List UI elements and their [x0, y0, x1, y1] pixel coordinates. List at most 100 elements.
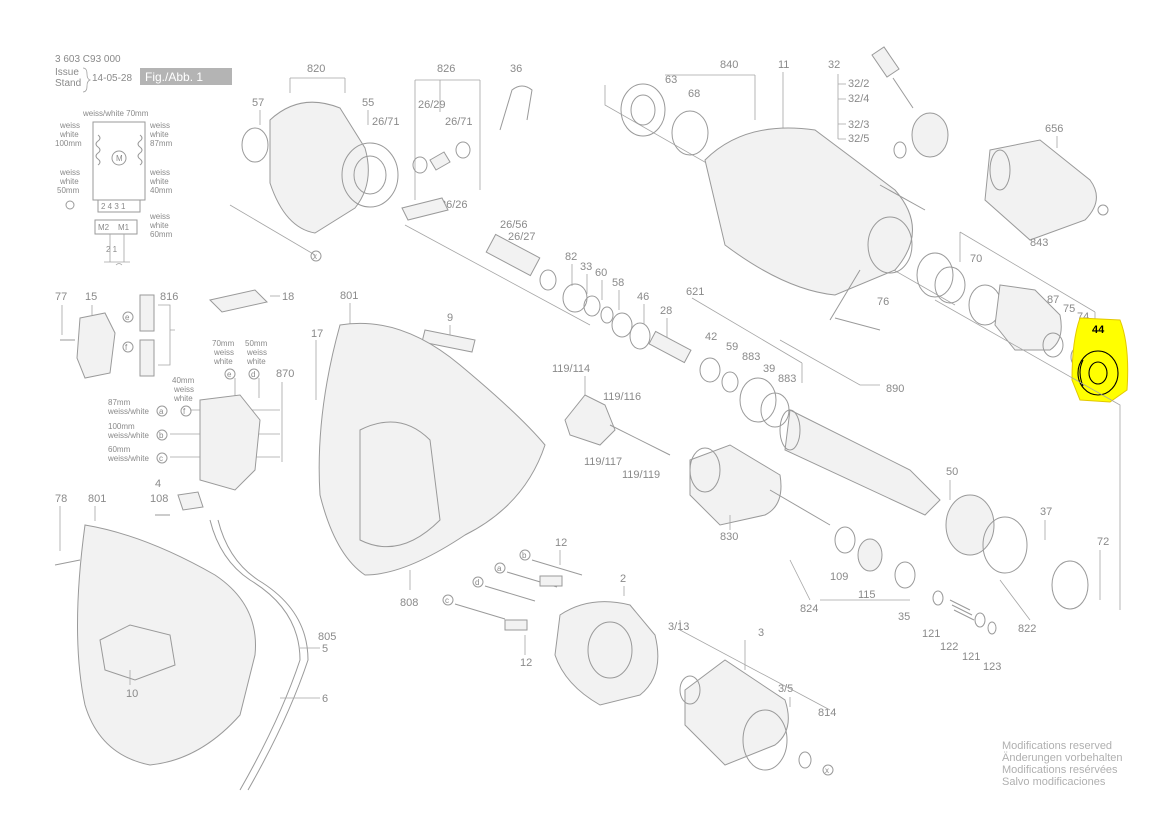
selector-group: 32 32/2 32/4 32/3 32/5	[828, 46, 949, 159]
label-32-4: 32/4	[848, 93, 869, 105]
label-119-116: 119/116	[603, 391, 641, 403]
sw-50mm-3: white	[246, 357, 266, 366]
brush-816b	[139, 339, 155, 377]
part-44-outer	[1077, 350, 1119, 396]
gear-37	[982, 516, 1028, 574]
ring-123	[987, 621, 997, 635]
chuck-tip	[1097, 204, 1109, 216]
letter-x-circle	[310, 250, 322, 262]
plug-pins: 2 1	[106, 245, 118, 254]
gear-housing-group: 840 63 68 11 76	[604, 59, 956, 331]
field-coil-left	[95, 134, 101, 166]
clip-18	[209, 289, 268, 313]
label-78: 78	[55, 493, 67, 505]
label-621: 621	[686, 286, 704, 298]
label-33: 33	[580, 261, 592, 273]
label-68: 68	[688, 88, 700, 100]
label-75: 75	[1063, 303, 1075, 315]
sw-40mm: 40mm	[172, 376, 195, 385]
letter-e-brush: e	[125, 313, 130, 322]
wire-label-right1c: 87mm	[150, 139, 173, 148]
label-26-29: 26/29	[418, 99, 446, 111]
label-656: 656	[1045, 123, 1063, 135]
letter-b-sw-circle	[156, 429, 168, 441]
lead-890	[779, 339, 880, 386]
label-119-119: 119/119	[622, 469, 660, 481]
ring-60	[600, 306, 614, 324]
sw-70mm-3: white	[213, 357, 233, 366]
sw-60mm-2: weiss/white	[107, 454, 149, 463]
leads-32	[837, 74, 846, 140]
part-108	[177, 491, 204, 511]
pin-26-29	[429, 151, 451, 171]
gear-26-27	[539, 269, 557, 291]
drive-shaft-group: 82 33 60 58 46 28	[562, 251, 692, 364]
tube-890-end	[779, 409, 801, 451]
ring-39	[760, 392, 790, 428]
footer-notes: Modifications reserved Änderungen vorbeh…	[1002, 740, 1122, 788]
clip-36	[499, 85, 533, 131]
label-822: 822	[1018, 623, 1036, 635]
callout-44[interactable]: 44	[1092, 324, 1105, 336]
axis-x	[229, 204, 316, 256]
ring-58	[611, 312, 633, 338]
brush-holder-group: 77 15 816 e f	[55, 291, 178, 379]
housing-nose	[867, 216, 913, 274]
chuck-group: 656	[984, 123, 1109, 241]
label-121b: 121	[962, 651, 980, 663]
housing-801	[318, 322, 546, 576]
ring-26-71a	[412, 156, 428, 174]
label-814: 814	[818, 707, 836, 719]
letter-d-bottom-circle	[472, 576, 484, 588]
label-826: 826	[437, 63, 455, 75]
header-brace	[82, 67, 92, 93]
label-801b: 801	[88, 493, 106, 505]
ring-883	[739, 377, 777, 423]
brush-12b	[504, 619, 528, 631]
lever-119-group: 119/114 119/116 119/117 119/119	[552, 363, 671, 481]
letter-c-sw-circle	[156, 452, 168, 464]
letter-a-bottom: a	[497, 564, 502, 573]
stator-group: 12 b a d c 12 2	[442, 537, 659, 706]
seal-63-inner	[630, 94, 656, 126]
letter-b-bottom-circle	[519, 549, 531, 561]
label-115: 115	[858, 589, 876, 601]
housing-11	[704, 127, 913, 296]
bearing-55	[341, 142, 399, 208]
letter-d-sw: d	[251, 370, 255, 379]
letter-c-bottom: c	[445, 596, 449, 605]
letter-b-bottom: b	[522, 551, 527, 560]
sw-70mm-2: weiss	[213, 348, 234, 357]
label-55: 55	[362, 97, 374, 109]
housing-801-window	[359, 421, 441, 548]
label-42: 42	[705, 331, 717, 343]
mains-lead	[104, 234, 130, 266]
label-32-3: 32/3	[848, 119, 869, 131]
label-58: 58	[612, 277, 624, 289]
selector-32-3	[911, 112, 949, 158]
motor-letter: M	[116, 154, 123, 163]
clutch-50	[945, 494, 995, 556]
lever-119	[564, 394, 616, 446]
label-883a: 883	[742, 351, 760, 363]
switch-block	[94, 219, 138, 235]
label-15: 15	[85, 291, 97, 303]
issue-label: Issue	[55, 67, 79, 78]
wire-label-left1b: white	[59, 130, 79, 139]
brush-12a	[539, 575, 563, 587]
holder-15	[76, 312, 116, 379]
label-35: 35	[898, 611, 910, 623]
footer-line-4: Salvo modificaciones	[1002, 776, 1106, 788]
letter-a-sw-circle	[156, 405, 168, 417]
label-3-5: 3/5	[778, 683, 793, 695]
label-816: 816	[160, 291, 178, 303]
label-840: 840	[720, 59, 738, 71]
label-63: 63	[665, 74, 677, 86]
sw-100mm: 100mm	[108, 422, 135, 431]
leads-armature	[679, 620, 831, 711]
ring-59	[721, 371, 739, 393]
ring-72	[1051, 560, 1089, 610]
ring-32-5	[893, 141, 907, 159]
label-26-27: 26/27	[508, 231, 536, 243]
cable-805	[209, 519, 301, 791]
